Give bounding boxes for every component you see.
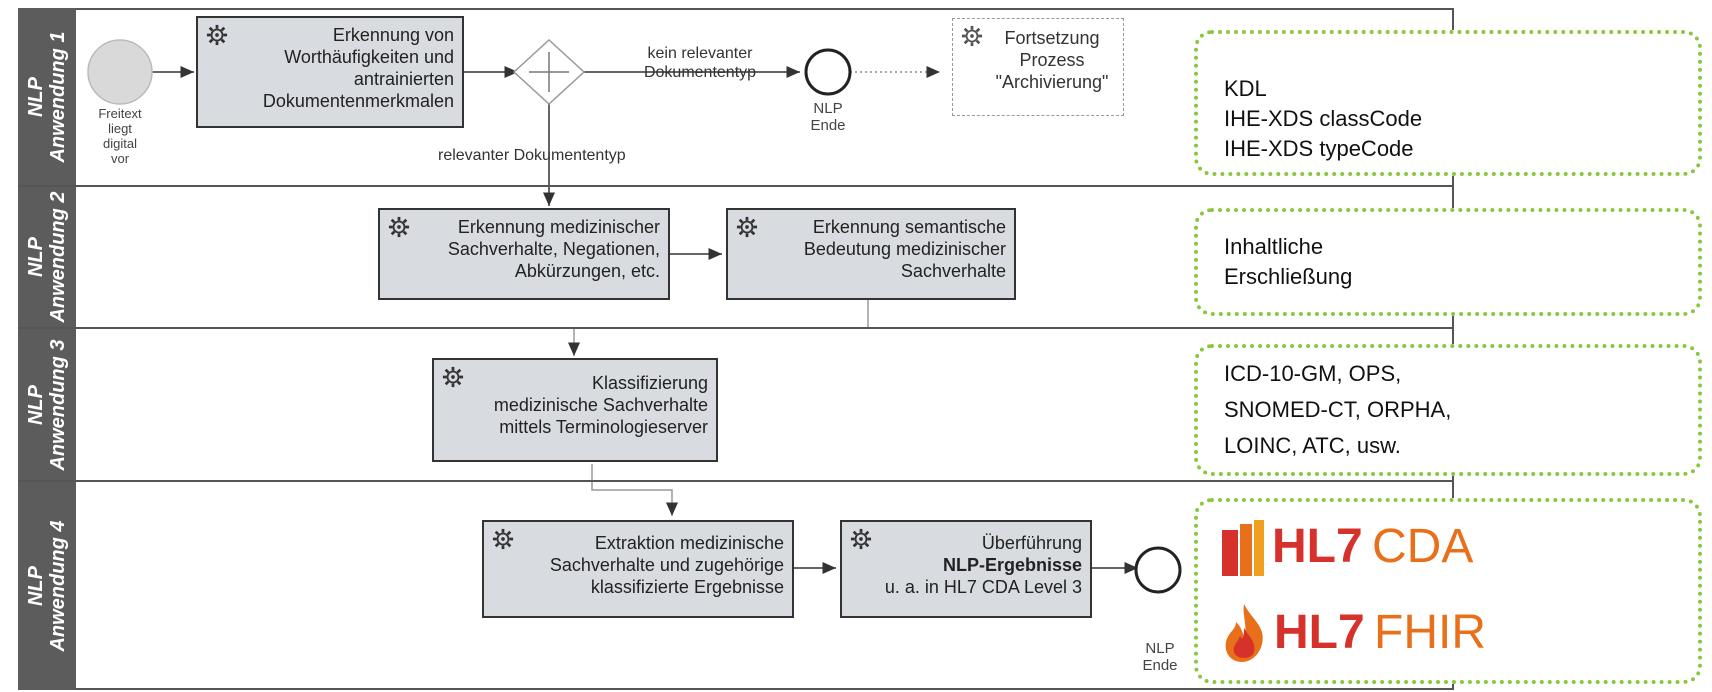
edge-label-not-relevant: kein relevanter Dokumententyp	[643, 45, 757, 81]
end-event-4-label: NLP Ende	[1142, 640, 1178, 674]
flame-icon	[1225, 604, 1263, 662]
note-hl7-standards: HL7 CDA HL7 FHIR	[1194, 498, 1702, 684]
lane-label-2: NLP Anwendung 2	[18, 187, 76, 327]
end-event-4	[1134, 546, 1182, 594]
lane-label-4: NLP Anwendung 4	[18, 482, 76, 690]
note-terminologies: ICD-10-GM, OPS,SNOMED-CT, ORPHA,LOINC, A…	[1194, 344, 1702, 476]
gear-icon	[736, 216, 758, 238]
lane-label-1: NLP Anwendung 1	[18, 8, 76, 185]
gear-icon	[388, 216, 410, 238]
hl7-cda-bars-icon	[1222, 520, 1264, 576]
gear-icon	[442, 366, 464, 388]
lane-divider	[18, 327, 1454, 329]
lane-divider	[18, 185, 1454, 187]
edge-label-relevant: relevanter Dokumententyp	[438, 147, 626, 164]
end-event-1	[804, 48, 852, 96]
lane-label-3: NLP Anwendung 3	[18, 329, 76, 480]
gear-icon	[206, 24, 228, 46]
end-event-1-label: NLP Ende	[810, 100, 846, 134]
lane-divider	[18, 480, 1454, 482]
gear-icon	[492, 528, 514, 550]
start-event	[87, 39, 153, 105]
flow-t3-to-t4a	[591, 464, 678, 516]
parallel-gateway	[512, 38, 586, 106]
gear-icon	[961, 25, 983, 47]
gear-icon	[850, 528, 872, 550]
start-event-label: Freitext liegt digital vor	[98, 106, 142, 166]
